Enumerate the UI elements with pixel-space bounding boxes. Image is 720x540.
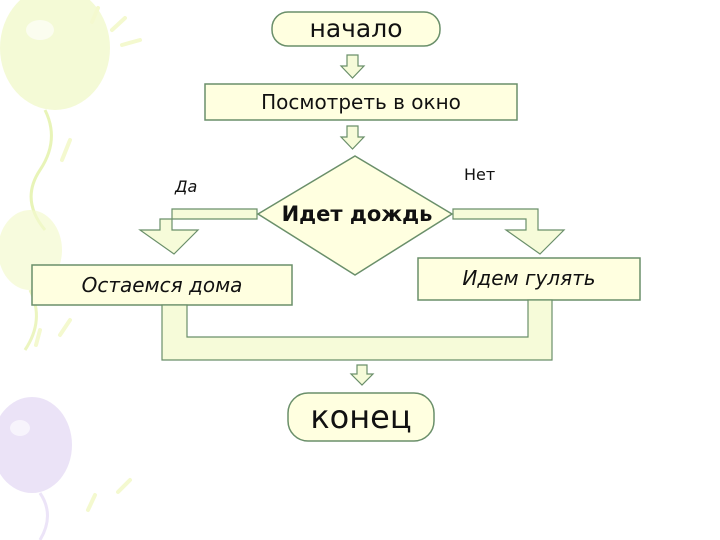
arrow-look-to-decision [339,125,366,150]
process-home-box [31,264,293,306]
process-look-box [204,83,518,121]
no-label: Нет [464,165,496,184]
connector-yes-branch [138,208,258,255]
yes-label: Да [175,177,198,196]
decision-label: Идет дождь [281,202,433,226]
look-out-window-label: Посмотреть в окно [261,90,461,114]
balloon-bottom-left-icon [0,397,72,540]
go-walk-label: Идем гулять [462,266,596,290]
end-label: конец [310,398,412,436]
arrow-merge-to-end [349,364,375,386]
stay-home-label: Остаемся дома [81,273,243,297]
merge-connector [161,299,553,361]
end-terminator [287,392,435,442]
connector-no-branch [452,208,566,255]
process-walk-box [417,257,641,301]
decision-diamond [256,155,454,276]
start-terminator [271,11,441,47]
arrow-start-to-look [339,54,366,79]
sparkle-rays-icon [34,6,142,512]
start-label: начало [309,14,403,43]
